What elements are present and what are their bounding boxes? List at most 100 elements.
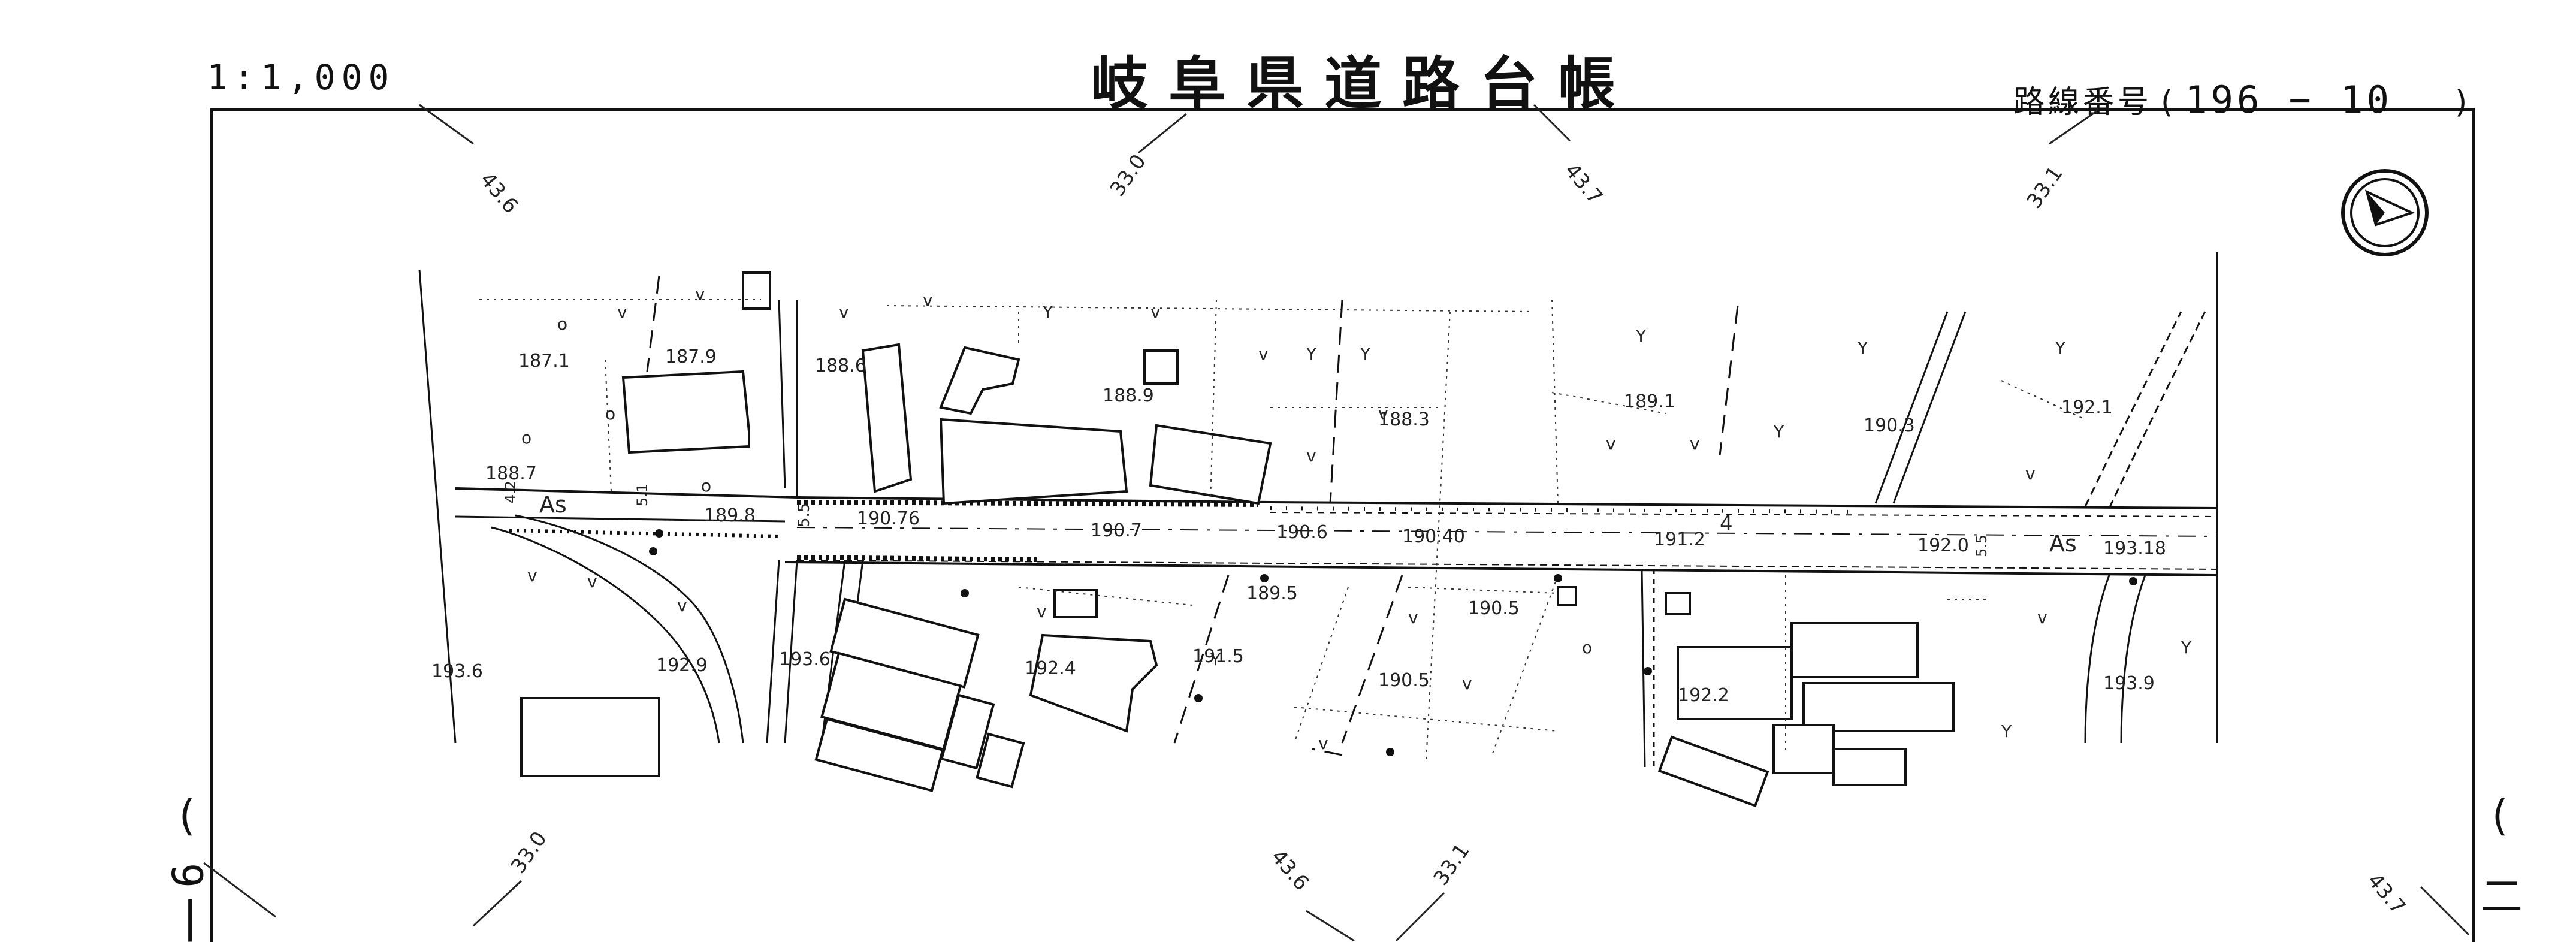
svg-text:v: v — [2025, 464, 2036, 484]
elevation-label: 190.3 — [1864, 415, 1915, 436]
north-arrow-icon — [2341, 169, 2429, 256]
svg-text:v: v — [617, 302, 627, 322]
road-hatch — [509, 500, 1858, 562]
elevation-label: 192.2 — [1678, 685, 1729, 706]
svg-text:o: o — [557, 314, 567, 334]
svg-text:o: o — [1582, 638, 1592, 657]
svg-text:v: v — [1408, 608, 1418, 627]
elevation-label: 191.5 — [1192, 646, 1244, 667]
svg-text:Y: Y — [1306, 344, 1317, 364]
svg-text:v: v — [923, 290, 933, 310]
elevation-label: 192.9 — [656, 655, 708, 676]
grid-label: 33.1 — [2022, 162, 2068, 213]
grid-label: 43.6 — [1266, 845, 1313, 895]
svg-text:v: v — [2037, 608, 2047, 627]
svg-text:Y: Y — [1042, 302, 1053, 322]
svg-text:v: v — [1318, 733, 1328, 753]
edge-mark: 9 — [162, 862, 212, 889]
svg-text:v: v — [1306, 446, 1316, 466]
svg-text:Y: Y — [2055, 338, 2066, 358]
svg-text:v: v — [1690, 434, 1700, 454]
page-title: 岐阜県道路台帳 — [1091, 50, 1636, 117]
grid-label: 33.0 — [506, 827, 552, 878]
buildings — [520, 271, 1955, 808]
svg-text:v: v — [1037, 602, 1047, 621]
svg-text:Y: Y — [1773, 422, 1784, 442]
elevation-label: 188.9 — [1103, 385, 1154, 406]
svg-text:v: v — [695, 284, 705, 304]
route-close-paren: ) — [2454, 84, 2471, 120]
elevation-label: 193.6 — [779, 649, 831, 670]
elevation-label: 193.9 — [2103, 673, 2155, 694]
route-open-paren: ( — [2161, 84, 2177, 120]
svg-text:o: o — [605, 404, 615, 424]
grid-label: 43.6 — [475, 168, 523, 218]
elevation-label: 192.1 — [2061, 397, 2113, 418]
svg-text:Y: Y — [1360, 344, 1371, 364]
elevation-label: 187.1 — [518, 351, 570, 372]
elevation-label: 193.6 — [431, 661, 483, 682]
road-surface-label: As — [539, 491, 567, 518]
elevation-label: 188.6 — [815, 355, 866, 376]
map-frame — [210, 108, 2475, 942]
road-width-label: 5.5 — [795, 503, 813, 527]
boundary-lines — [646, 275, 1739, 756]
svg-text:v: v — [1258, 344, 1269, 364]
svg-text:Y: Y — [1210, 650, 1221, 669]
road-width-label: 5.5 — [1973, 535, 1990, 557]
elevation-label: 190.5 — [1468, 598, 1520, 619]
elevation-label: 188.7 — [485, 463, 537, 484]
route-number: 196 − 10 — [2185, 78, 2393, 122]
edge-mark: 二 — [2481, 872, 2523, 921]
road-width-label: 5.1 — [634, 484, 651, 506]
grid-label: 43.7 — [1560, 159, 1607, 209]
main-road — [455, 487, 2218, 576]
elevation-label: 190.5 — [1378, 670, 1430, 691]
svg-text:v: v — [1606, 434, 1616, 454]
edge-mark: ( — [174, 791, 200, 840]
elevation-label: 192.0 — [1917, 535, 1969, 556]
elevation-label: 190.6 — [1276, 522, 1328, 543]
elevation-label: 190.7 — [1091, 520, 1142, 541]
route-number-block: 路線番号 ( 196 − 10 ) — [2013, 77, 2471, 122]
map-scale: 1:1,000 — [207, 57, 395, 98]
svg-text:Y: Y — [1635, 326, 1647, 346]
edge-mark: | — [177, 893, 203, 942]
survey-points — [649, 529, 2137, 756]
road-surface-label: As — [2049, 530, 2077, 557]
grid-label: 33.0 — [1106, 150, 1151, 201]
elevation-label: 191.2 — [1654, 529, 1705, 550]
svg-text:Y: Y — [1857, 338, 1868, 358]
edge-mark: ( — [2487, 791, 2512, 840]
elevation-label: 189.1 — [1624, 391, 1675, 412]
grid-ticks — [203, 104, 2470, 942]
kilometer-post: 4 — [1720, 512, 1733, 536]
elevation-label: 187.9 — [665, 346, 717, 367]
svg-text:v: v — [587, 572, 597, 591]
svg-text:v: v — [1462, 674, 1472, 693]
route-label: 路線番号 — [2013, 84, 2153, 120]
svg-text:v: v — [1150, 302, 1161, 322]
elevation-label: 189.5 — [1246, 583, 1298, 604]
svg-text:Y: Y — [2001, 721, 2012, 741]
svg-text:v: v — [839, 302, 849, 322]
elevation-label: 193.18 — [2103, 538, 2166, 559]
svg-text:v: v — [1378, 404, 1388, 424]
svg-text:v: v — [677, 596, 687, 615]
svg-text:v: v — [527, 566, 537, 585]
elevation-label: 188.3 — [1378, 409, 1430, 430]
elevation-label: 192.4 — [1025, 658, 1076, 679]
grid-label: 33.1 — [1429, 839, 1475, 890]
svg-text:o: o — [701, 476, 711, 496]
grid-label: 43.7 — [2363, 869, 2410, 919]
road-width-label: 4.2 — [502, 481, 519, 503]
elevation-label: 189.8 — [704, 505, 756, 526]
side-roads — [418, 252, 2218, 768]
elevation-label: 190.40 — [1402, 526, 1465, 547]
elevation-label: 190.76 — [857, 508, 920, 529]
svg-text:o: o — [521, 428, 531, 448]
parcel-lines — [479, 299, 2086, 762]
svg-text:Y: Y — [2181, 638, 2192, 657]
